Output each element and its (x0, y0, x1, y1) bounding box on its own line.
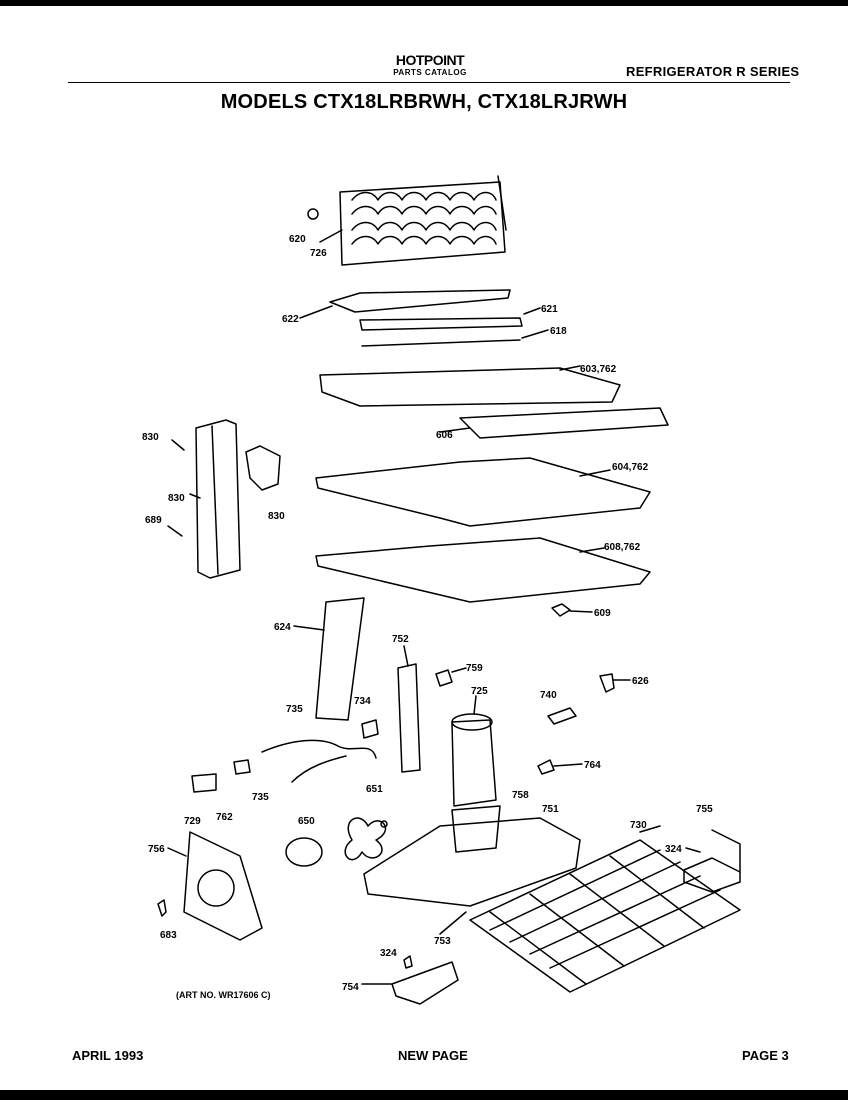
bracket-755-shape (683, 857, 741, 893)
leader-621 (523, 307, 541, 315)
footer-page-number: PAGE 3 (742, 1048, 789, 1063)
label-830-c: 830 (268, 511, 285, 522)
footer-date: APRIL 1993 (72, 1048, 144, 1063)
art-number: (ART NO. WR17606 C) (176, 990, 271, 1000)
label-606: 606 (436, 430, 453, 441)
leader-726 (319, 229, 343, 243)
label-759: 759 (466, 663, 483, 674)
label-740: 740 (540, 690, 557, 701)
label-762: 762 (216, 812, 233, 823)
harness-735-shape (261, 739, 377, 759)
bracket-830-shape (245, 445, 281, 491)
label-726: 726 (310, 248, 327, 259)
rod-618-shape (361, 339, 521, 347)
shelf-603-shape (319, 367, 621, 407)
footer-new-page: NEW PAGE (398, 1048, 468, 1063)
label-753: 753 (434, 936, 451, 947)
catalog-subtitle: PARTS CATALOG (393, 68, 467, 77)
part-764-shape (537, 759, 555, 775)
page-title: MODELS CTX18LRBRWH, CTX18LRJRWH (220, 91, 628, 113)
pan-606-shape (459, 407, 669, 439)
base-751-shape (363, 817, 581, 907)
leader-604 (579, 469, 611, 477)
leader-603 (559, 365, 581, 371)
duct-624-shape (315, 597, 365, 721)
leader-830b (189, 493, 201, 499)
label-324-a: 324 (665, 844, 682, 855)
label-603-762: 603,762 (580, 364, 617, 375)
label-604-762: 604,762 (612, 462, 649, 473)
label-730: 730 (630, 820, 647, 831)
leader-606 (439, 427, 471, 433)
channel-830-shape (195, 419, 241, 579)
label-735-a: 735 (286, 704, 303, 715)
leader-622 (299, 305, 333, 319)
evaporator-coil (339, 175, 507, 266)
label-324-b: 324 (380, 948, 397, 959)
label-618: 618 (550, 326, 567, 337)
label-689: 689 (145, 515, 162, 526)
label-751: 751 (542, 804, 559, 815)
leader-689 (167, 525, 183, 537)
label-735-b: 735 (252, 792, 269, 803)
label-729: 729 (184, 816, 201, 827)
label-609: 609 (594, 608, 611, 619)
relay-729-shape (191, 773, 217, 793)
leader-624 (293, 625, 325, 631)
label-755: 755 (696, 804, 713, 815)
clip-740-shape (547, 707, 577, 725)
label-764: 764 (584, 760, 601, 771)
bracket-752-shape (397, 663, 421, 773)
fan-651-shape (344, 817, 387, 861)
label-758: 758 (512, 790, 529, 801)
cover-608-shape (315, 537, 651, 603)
shroud-756-shape (183, 831, 263, 941)
header-rule (68, 82, 790, 83)
label-734: 734 (354, 696, 371, 707)
label-621: 621 (541, 304, 558, 315)
label-620: 620 (289, 234, 306, 245)
bracket-754-shape (391, 961, 459, 1005)
leader-609 (569, 610, 593, 613)
part-609-shape (551, 603, 571, 617)
part-620-shape (307, 208, 319, 220)
label-752: 752 (392, 634, 409, 645)
label-754: 754 (342, 982, 359, 993)
cover-604-shape (315, 457, 651, 527)
label-624: 624 (274, 622, 291, 633)
label-756: 756 (148, 844, 165, 855)
compressor-725-shape (451, 719, 497, 807)
leader-830a (171, 439, 185, 451)
top-border-bar (0, 0, 848, 6)
label-608-762: 608,762 (604, 542, 641, 553)
bar-621-shape (359, 317, 523, 331)
label-725: 725 (471, 686, 488, 697)
catalog-brand: HOTPOINT (395, 52, 465, 68)
catalog-series: REFRIGERATOR R SERIES (626, 64, 800, 79)
part-labels: 620 726 622 621 618 603,762 606 830 830 … (142, 234, 713, 993)
leader-618 (521, 329, 549, 339)
label-651: 651 (366, 784, 383, 795)
label-830-a: 830 (142, 432, 159, 443)
label-683: 683 (160, 930, 177, 941)
leader-608 (579, 547, 605, 553)
label-622: 622 (282, 314, 299, 325)
part-626-shape (599, 673, 615, 693)
deflector-622-shape (329, 289, 511, 313)
label-626: 626 (632, 676, 649, 687)
condenser-730-shape (469, 839, 741, 993)
part-759-shape (435, 669, 453, 687)
motor-650-shape (285, 837, 323, 867)
label-650: 650 (298, 816, 315, 827)
leader-753 (439, 911, 467, 935)
label-830-b: 830 (168, 493, 185, 504)
bottom-border-bar (0, 1090, 848, 1100)
